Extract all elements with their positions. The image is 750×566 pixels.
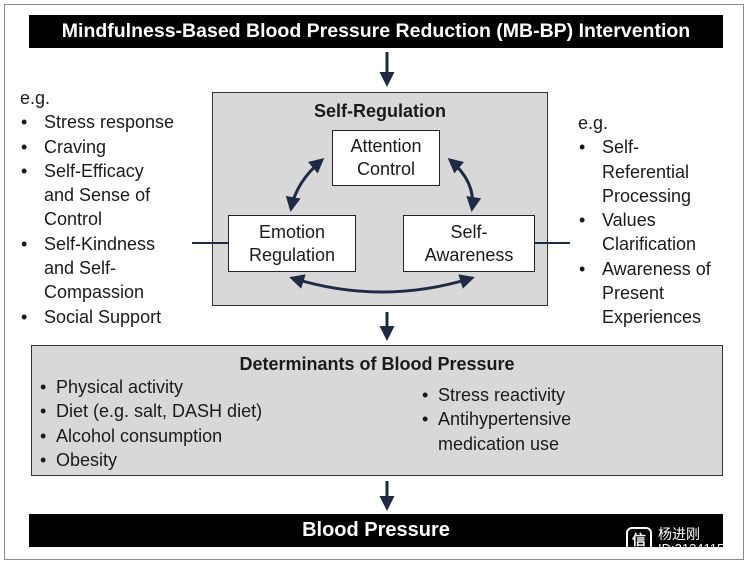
self-awareness-node: Self- Awareness (403, 215, 535, 272)
right-examples-list: Self- ReferentialProcessingValuesClarific… (578, 135, 738, 329)
right-list-item-line: Experiences (602, 307, 702, 328)
left-list-item-line: Control (44, 209, 103, 230)
attention-control-line-1: Attention (350, 136, 422, 156)
watermark-id: ID:2124115 (658, 541, 725, 556)
blood-pressure-bar: Blood Pressure (29, 514, 723, 547)
arrow-attention-self-awareness (447, 158, 482, 212)
right-list-item-line: Present (602, 283, 665, 304)
watermark-name: 杨进刚 (658, 526, 700, 542)
determinants-box: Determinants of Blood Pressure Physical … (31, 345, 723, 476)
right-list-item-line: Values (602, 210, 656, 231)
left-examples-heading: e.g. (20, 88, 51, 108)
right-examples: e.g. Self- ReferentialProcessingValuesCla… (578, 111, 738, 330)
det-right-item-line: medication use (438, 433, 560, 454)
self-awareness-line-1: Self- (450, 221, 488, 242)
right-list-item-line: Referential (602, 161, 690, 182)
arrow-attention-emotion (285, 158, 325, 212)
watermark-logo: 信 (626, 527, 652, 553)
determinants-left-list: Physical activityDiet (e.g. salt, DASH d… (40, 375, 370, 472)
right-list-item-line: Self- (602, 137, 640, 158)
left-list-item-line: Self-Efficacy (44, 160, 144, 181)
right-examples-heading: e.g. (578, 113, 609, 133)
determinants-title: Determinants of Blood Pressure (239, 354, 515, 374)
right-list-item-line: Awareness of (602, 258, 711, 279)
watermark: 信 杨进刚 ID:2124115 (626, 524, 746, 560)
blood-pressure-title: Blood Pressure (302, 519, 450, 541)
left-examples-list: Stress responseCravingSelf-Efficacy and S… (20, 110, 210, 329)
arrow-emotion-self-awareness (289, 274, 475, 294)
right-list-item-line: Clarification (602, 234, 697, 255)
left-list-item: Self-Efficacy and Sense of Control (20, 159, 210, 232)
left-list-item-line: Self-Kindness (44, 233, 156, 254)
left-list-item-line: Stress response (44, 112, 175, 133)
det-right-item: Stress reactivity (422, 383, 682, 408)
intervention-title: Mindfulness-Based Blood Pressure Reducti… (61, 20, 691, 42)
intervention-title-bar: Mindfulness-Based Blood Pressure Reducti… (29, 15, 723, 48)
self-regulation-title: Self-Regulation (313, 101, 446, 121)
left-list-item-line: Compassion (44, 282, 145, 303)
left-list-item: Stress response (20, 110, 210, 135)
det-left-item: Diet (e.g. salt, DASH diet) (40, 399, 370, 424)
left-list-item-line: and Sense of (44, 185, 151, 206)
det-left-item: Physical activity (40, 375, 370, 400)
determinants-right-list: Stress reactivityAntihypertensive medicat… (422, 383, 682, 456)
left-list-item-line: Social Support (44, 306, 162, 327)
left-list-item-line: Craving (44, 136, 107, 157)
det-right-item-line: Antihypertensive (438, 409, 572, 430)
right-list-item-line: Processing (602, 185, 692, 206)
attention-control-line-2: Control (356, 159, 416, 179)
det-left-item: Alcohol consumption (40, 424, 370, 449)
attention-control-node: Attention Control (332, 130, 440, 186)
emotion-regulation-line-2: Regulation (248, 244, 336, 265)
left-examples: e.g. Stress responseCravingSelf-Efficacy… (20, 86, 210, 329)
det-right-item-line: Stress reactivity (438, 385, 566, 405)
emotion-regulation-line-1: Emotion (258, 221, 326, 242)
left-list-item: Self-Kindness and Self- Compassion (20, 232, 210, 305)
det-left-item: Obesity (40, 448, 370, 473)
emotion-regulation-node: Emotion Regulation (228, 215, 356, 272)
self-awareness-line-2: Awareness (424, 244, 514, 265)
left-list-item-line: and Self- (44, 258, 117, 279)
left-list-item: Craving (20, 135, 210, 160)
left-list-item: Social Support (20, 305, 210, 330)
det-right-item: Antihypertensive medication use (422, 407, 682, 456)
